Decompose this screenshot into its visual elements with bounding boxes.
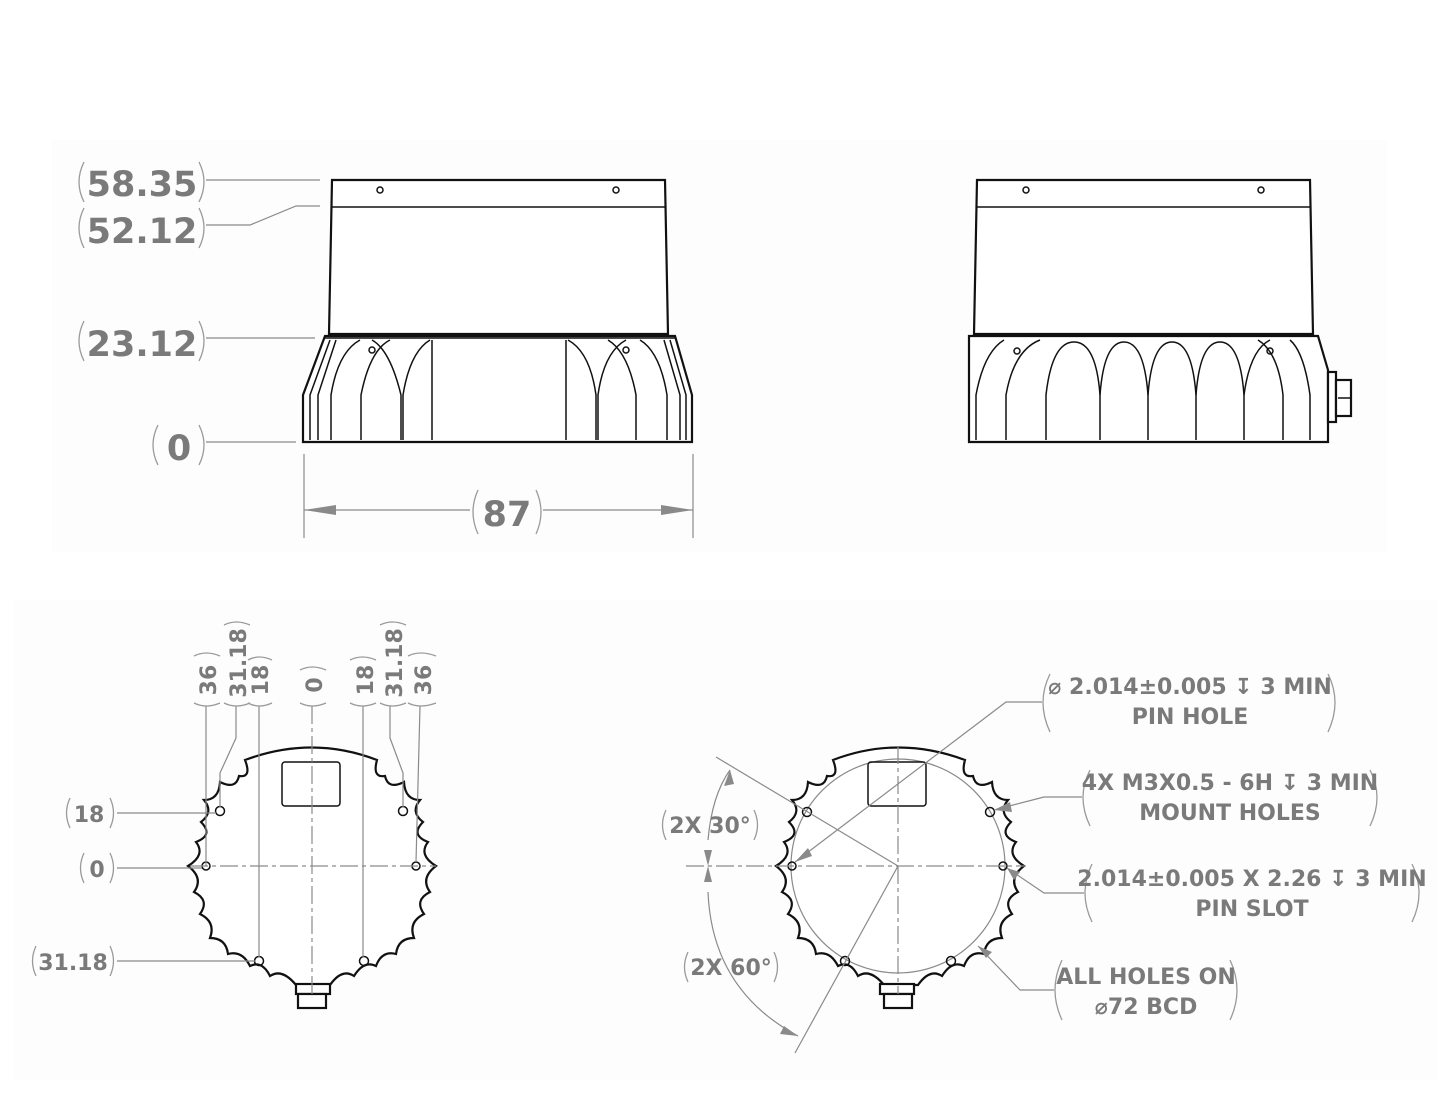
bottom-view-left: 36 31.18 18 0 18 31.18 36 18 0 31.18 [31,621,438,1010]
y-ordinate-18: 18 [74,803,105,828]
hole-icon [622,346,630,354]
connector-bottom [294,982,332,1010]
callout-mount-holes: 4X M3X0.5 - 6H ↧ 3 MIN MOUNT HOLES [1082,769,1378,827]
fin-arches [975,339,1311,440]
label-recess [867,761,927,807]
hole-icon [1266,347,1274,355]
x-ordinate-36-left: 36 [197,665,222,696]
svg-text:⌀72 BCD: ⌀72 BCD [1095,995,1198,1020]
x-ordinate-31-18-right: 31.18 [383,628,408,698]
x-ordinate-18-right: 18 [354,665,379,696]
angle-dim-2x-60: 2X 60° [690,956,772,981]
hole-icon [1013,347,1021,355]
hole-icon [1022,186,1030,194]
hole-icon [368,346,376,354]
svg-text:⌀ 2.014±0.005 ↧ 3 MIN: ⌀ 2.014±0.005 ↧ 3 MIN [1048,675,1332,700]
arrow-icon [795,848,812,862]
hole-icon [612,186,620,194]
arrow-icon [724,770,734,786]
connector-bottom [878,982,916,1010]
side-elevation-view [967,178,1353,444]
hole-icon [1257,186,1265,194]
mount-hole [945,955,957,967]
arrow-icon [994,802,1012,812]
x-ordinate-0: 0 [303,677,328,692]
connector-side [1326,370,1353,424]
x-ordinate-18-left: 18 [249,665,274,696]
x-ordinate-36-right: 36 [412,665,437,696]
svg-text:2.014±0.005 X 2.26 ↧ 3 MIN: 2.014±0.005 X 2.26 ↧ 3 MIN [1077,867,1426,892]
height-dim-23-12: 23.12 [87,325,198,365]
height-dim-52-12: 52.12 [87,212,198,252]
callout-pin-hole: ⌀ 2.014±0.005 ↧ 3 MIN PIN HOLE [1042,673,1336,733]
y-ordinate-31-18: 31.18 [38,951,108,976]
label-recess [281,761,341,807]
height-dim-58-35: 58.35 [87,165,198,205]
callout-pin-slot: 2.014±0.005 X 2.26 ↧ 3 MIN PIN SLOT [1077,863,1427,923]
svg-text:4X M3X0.5 - 6H ↧ 3 MIN: 4X M3X0.5 - 6H ↧ 3 MIN [1082,771,1378,796]
svg-text:PIN HOLE: PIN HOLE [1132,705,1249,730]
mount-hole [801,806,813,818]
x-ordinate-31-18-left: 31.18 [227,628,252,698]
svg-text:ALL HOLES ON: ALL HOLES ON [1056,965,1236,990]
bottom-view-right: 2X 30° 2X 60° ⌀ 2.014±0.005 ↧ 3 MIN PIN … [661,673,1427,1054]
y-ordinate-0: 0 [89,858,104,883]
arrow-right-icon [661,505,693,515]
pin-slot-leader [1006,867,1084,894]
ordinate-parens [193,621,437,707]
front-elevation-view: 58.35 52.12 23.12 0 87 [78,161,694,538]
pin-hole-leader [794,701,1042,863]
svg-text:MOUNT HOLES: MOUNT HOLES [1139,801,1321,826]
arrow-icon [704,850,712,866]
upper-housing [972,178,1315,336]
mount-hole [358,955,370,967]
bcd-leader [977,945,1054,991]
mount-hole [839,955,851,967]
hole-icon [376,186,384,194]
angle-dim-2x-30: 2X 30° [669,814,751,839]
fin-lines [309,339,687,440]
arrow-icon [780,1026,798,1036]
svg-text:PIN SLOT: PIN SLOT [1195,897,1308,922]
width-dim-87: 87 [483,495,532,535]
height-dim-0: 0 [167,429,191,469]
arrow-left-icon [304,505,336,515]
arrow-icon [1007,868,1020,880]
arrow-icon [704,866,712,882]
upper-housing [327,178,670,336]
arrow-icon [978,946,992,958]
mount-hole [984,806,996,818]
callout-bcd: ALL HOLES ON ⌀72 BCD [1054,959,1238,1021]
